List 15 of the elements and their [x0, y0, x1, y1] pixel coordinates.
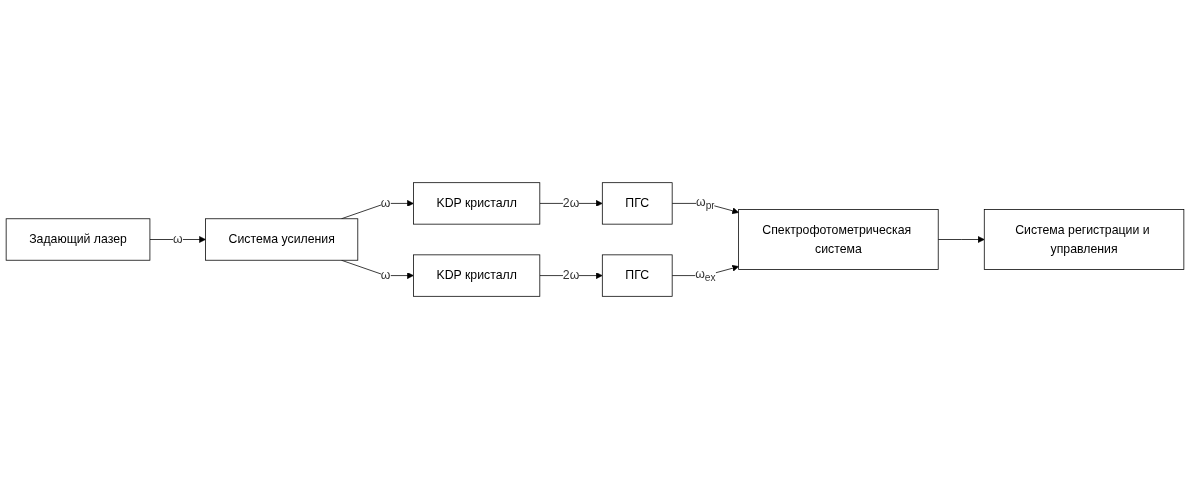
node-box: Система регистрации и управления — [983, 209, 1185, 270]
edge-label: ω$_{ex}$ — [695, 267, 716, 284]
edge-label: ω — [380, 268, 391, 282]
edge-label: ω — [172, 232, 183, 246]
node-box: KDP кристалл — [413, 254, 541, 297]
edge-label: 2ω — [562, 268, 580, 282]
node-box: ПГС — [601, 182, 673, 225]
edge-label: 2ω — [562, 196, 580, 210]
edge-label: ω$_{pr}$ — [696, 195, 715, 212]
node-box: ПГС — [601, 254, 673, 297]
node-box: Задающий лазер — [5, 218, 151, 261]
edge-label: ω — [380, 196, 391, 210]
node-box: Система усиления — [205, 218, 359, 261]
node-box: Спектрофотометрическая система — [738, 209, 939, 270]
node-box: KDP кристалл — [413, 182, 541, 225]
